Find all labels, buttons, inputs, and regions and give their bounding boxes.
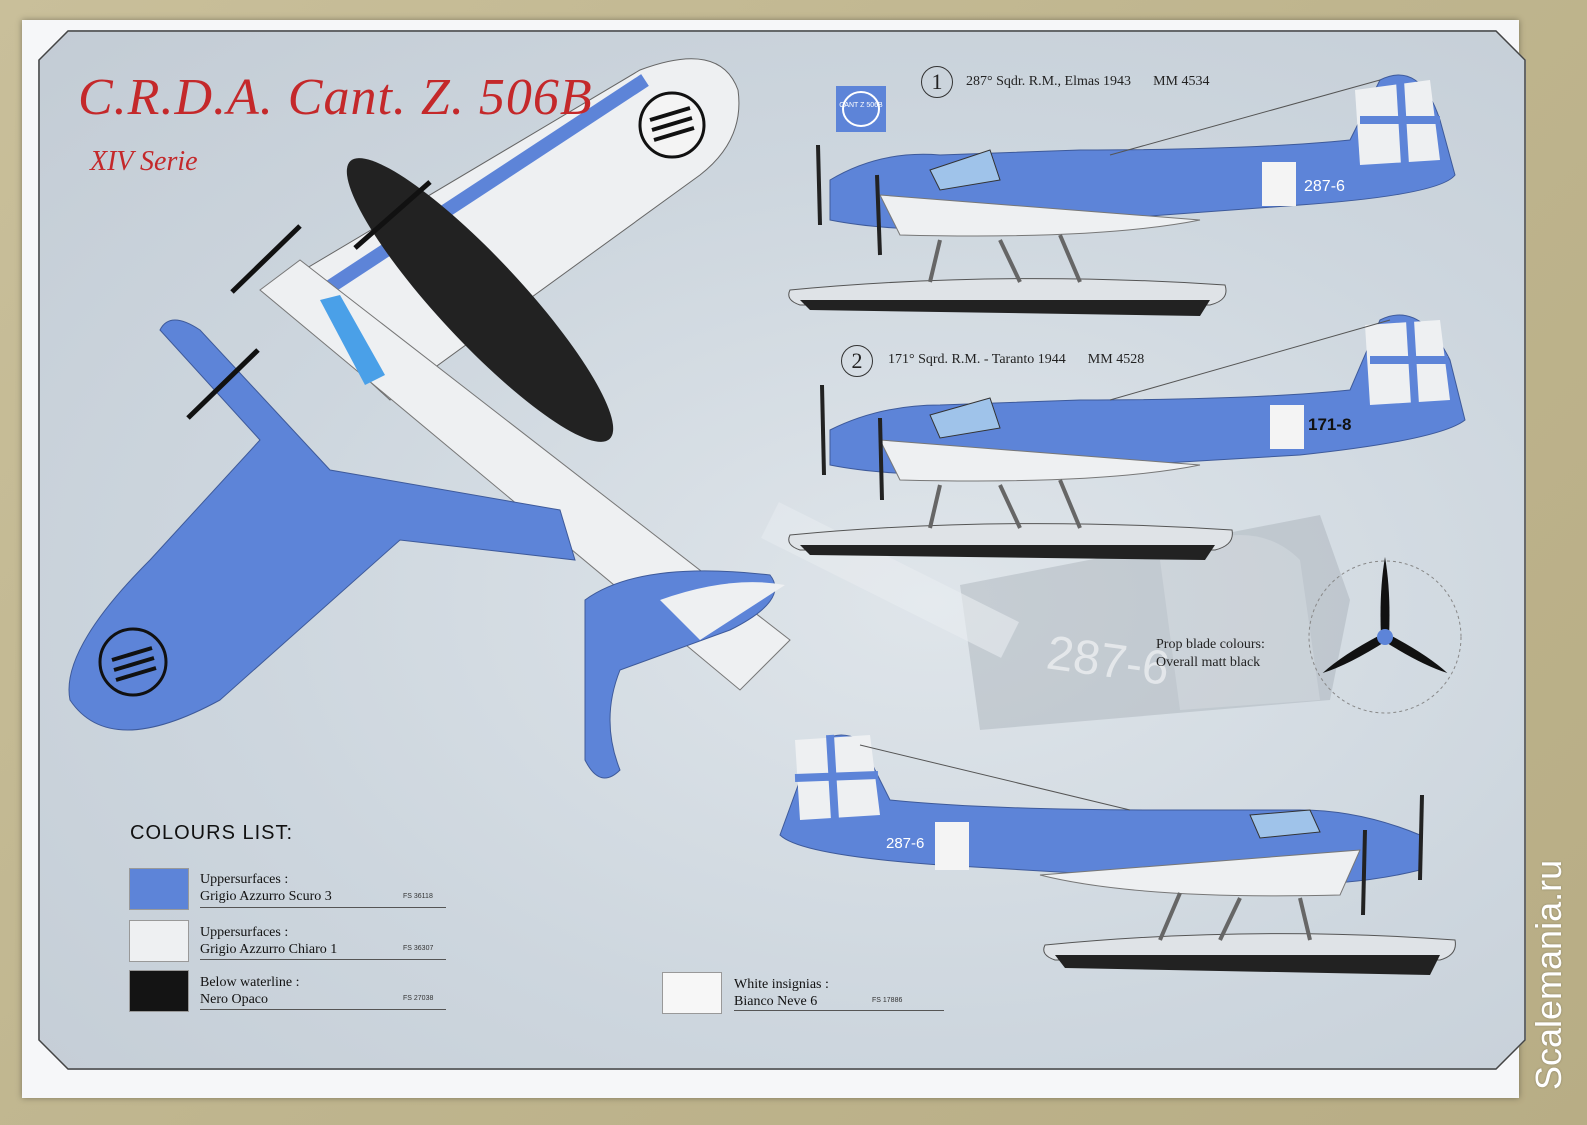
colour-label-2: Grigio Azzurro Chiaro 1: [200, 942, 338, 957]
plan-view: [68, 58, 791, 779]
profile-1-number: 1: [921, 66, 953, 98]
colour-fs: FS 17886: [872, 997, 903, 1004]
colour-fs: FS 36118: [403, 893, 433, 900]
colour-label-1: White insignias :: [734, 977, 829, 992]
starboard-code: 287-6: [886, 835, 924, 852]
watermark: Scalemania.ru: [1528, 859, 1569, 1090]
profile-2-number: 2: [841, 345, 873, 377]
colour-label-1: Uppersurfaces :: [200, 925, 289, 940]
profile-1: [788, 74, 1456, 316]
page-subtitle: XIV Serie: [90, 146, 198, 177]
profile-1-unit: 287° Sqdr. R.M., Elmas 1943: [966, 74, 1132, 89]
colour-swatch: [129, 970, 189, 1012]
colour-label-1: Below waterline :: [200, 975, 300, 990]
float-plan: [346, 158, 614, 442]
unit-logo: CANT Z 506B: [836, 86, 886, 132]
fasces-roundel-lower: [98, 627, 168, 697]
colour-label-1: Uppersurfaces :: [200, 872, 289, 887]
colour-label-2: Grigio Azzurro Scuro 3: [200, 889, 332, 904]
colour-swatch: [129, 920, 189, 962]
colour-underline: [200, 1009, 446, 1010]
ghost-aircraft: [761, 502, 1350, 730]
colour-label-2: Nero Opaco: [200, 992, 269, 1007]
profile-2: [788, 314, 1466, 560]
page-title: C.R.D.A. Cant. Z. 506B: [78, 69, 593, 126]
three-blade-propeller: [1308, 557, 1462, 714]
colour-fs: FS 36307: [403, 945, 434, 952]
profile-starboard: [779, 734, 1456, 975]
prop-note-line2: Overall matt black: [1156, 655, 1261, 670]
profile-2-caption: 171° Sqrd. R.M. - Taranto 1944 MM 4528: [888, 352, 1144, 368]
colour-underline: [734, 1010, 944, 1011]
prop-note-line1: Prop blade colours:: [1156, 637, 1265, 652]
profile-2-mm: MM 4528: [1087, 352, 1145, 367]
profile-1-mm: MM 4534: [1153, 74, 1210, 89]
colours-list-title: COLOURS LIST:: [130, 822, 294, 844]
profile-2-unit: 171° Sqrd. R.M. - Taranto 1944: [888, 352, 1066, 367]
svg-text:CANT Z 506B: CANT Z 506B: [839, 102, 883, 109]
profile-1-code: 287-6: [1304, 178, 1345, 195]
colour-swatch: [662, 972, 722, 1014]
profile-2-code: 171-8: [1308, 415, 1351, 434]
profile-1-caption: 287° Sqdr. R.M., Elmas 1943 MM 4534: [966, 74, 1209, 90]
colour-underline: [200, 907, 446, 908]
colour-label-2: Bianco Neve 6: [734, 994, 818, 1009]
prop-colour-note: Prop blade colours: Overall matt black: [1156, 636, 1265, 672]
colour-swatch: [129, 868, 189, 910]
colour-underline: [200, 959, 446, 960]
cant-logo-icon: CANT Z 506B: [839, 91, 883, 127]
colour-fs: FS 27038: [403, 995, 434, 1002]
